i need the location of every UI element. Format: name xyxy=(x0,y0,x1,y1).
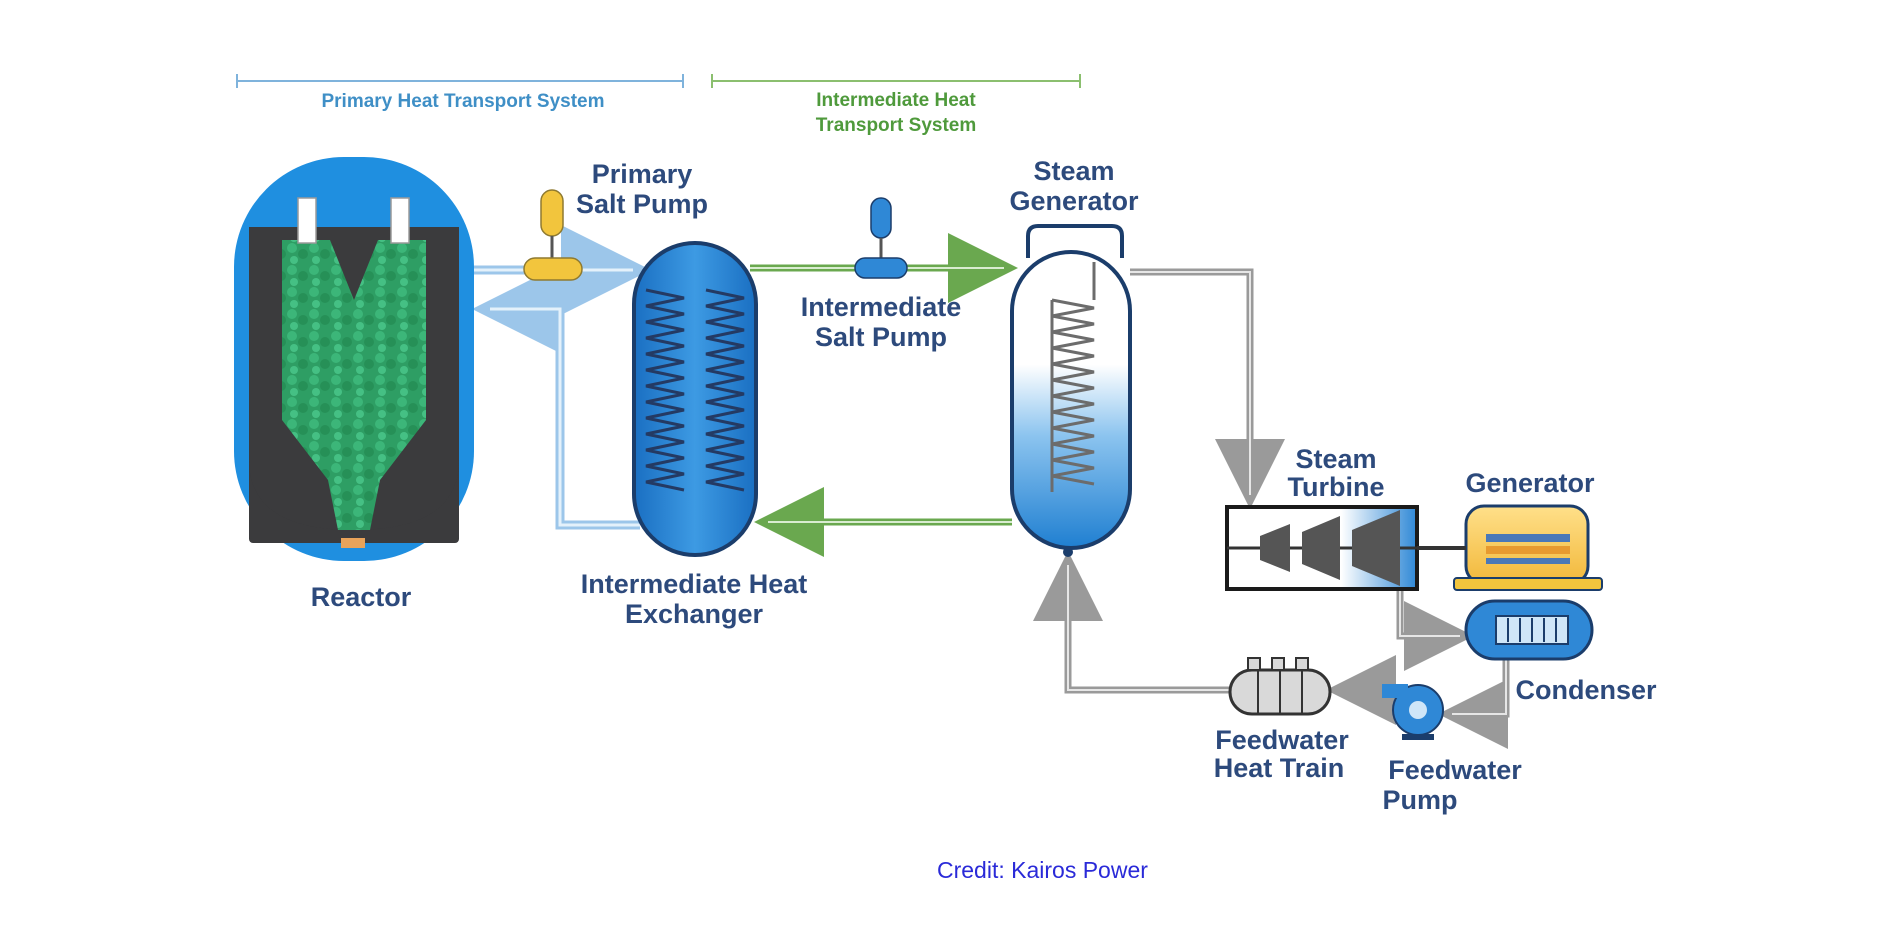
turbine-label-line1: Steam xyxy=(1295,444,1376,474)
condenser-label: Condenser xyxy=(1515,675,1657,705)
ihx-coil-left xyxy=(645,288,685,492)
steam-gen-label-line2: Generator xyxy=(1009,186,1139,216)
generator-unit xyxy=(1417,504,1603,591)
intermediate-system-bracket: Intermediate Heat Transport System xyxy=(711,74,1081,136)
fw-heat-train-label-line2: Heat Train xyxy=(1214,753,1345,783)
ihx-coil-right xyxy=(705,288,745,492)
steam-generator xyxy=(1010,224,1132,557)
feedwater-heat-train xyxy=(1228,657,1332,716)
fw-heat-train-label-line1: Feedwater xyxy=(1215,725,1349,755)
generator-label: Generator xyxy=(1465,468,1595,498)
inter-pump-label-line1: Intermediate xyxy=(801,292,962,322)
primary-system-label: Primary Heat Transport System xyxy=(321,91,604,112)
fw-pump-label-line1: Feedwater xyxy=(1388,755,1522,785)
ihx-label-line2: Exchanger xyxy=(625,599,764,629)
steam-gen-label-line1: Steam xyxy=(1033,156,1114,186)
feedwater-pump xyxy=(1382,684,1444,740)
ihx-label-line1: Intermediate Heat xyxy=(581,569,808,599)
credit-link[interactable]: Credit: Kairos Power xyxy=(937,857,1148,883)
steam-turbine xyxy=(1225,505,1419,591)
primary-pump-label-line1: Primary xyxy=(592,159,693,189)
primary-loop-pipes xyxy=(470,225,651,530)
primary-system-bracket: Primary Heat Transport System xyxy=(236,74,684,112)
steam-water-pipes xyxy=(1033,268,1510,749)
image-credit: Credit: Kairos Power xyxy=(0,857,1890,884)
fw-pump-label-line2: Pump xyxy=(1382,785,1457,815)
reactor-vessel xyxy=(234,157,474,561)
primary-salt-pump xyxy=(523,189,583,281)
steam-generator-coil xyxy=(1050,262,1096,492)
primary-pump-label-line2: Salt Pump xyxy=(576,189,708,219)
turbine-label-line2: Turbine xyxy=(1288,472,1385,502)
intermediate-system-label-line1: Intermediate Heat xyxy=(816,90,976,111)
inter-pump-label-line2: Salt Pump xyxy=(815,322,947,352)
reactor-label: Reactor xyxy=(311,582,412,612)
intermediate-heat-exchanger xyxy=(632,241,758,557)
intermediate-system-label-line2: Transport System xyxy=(816,115,977,136)
intermediate-salt-pump xyxy=(854,197,908,279)
condenser-unit xyxy=(1464,599,1594,661)
